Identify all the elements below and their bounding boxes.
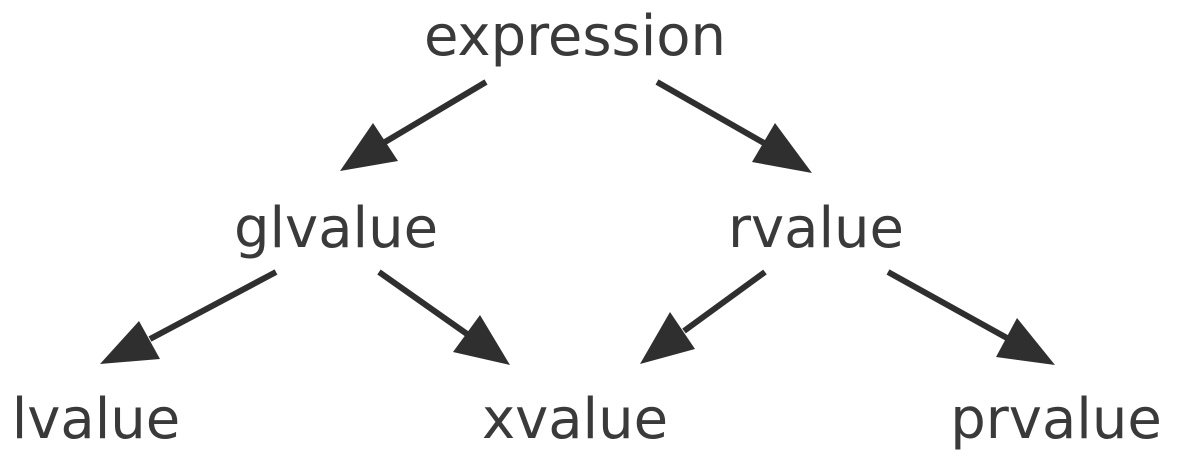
- node-expression: expression: [424, 4, 726, 69]
- node-xvalue: xvalue: [482, 387, 668, 452]
- edge-expression-glvalue: [340, 79, 488, 171]
- edge-glvalue-xvalue: [377, 269, 510, 365]
- edge-rvalue-xvalue: [640, 269, 767, 364]
- node-rvalue: rvalue: [728, 196, 904, 261]
- edge-expression-rvalue: [655, 79, 812, 173]
- edge-rvalue-prvalue: [886, 269, 1055, 365]
- node-lvalue: lvalue: [12, 387, 181, 452]
- edge-glvalue-lvalue: [100, 269, 278, 364]
- node-prvalue: prvalue: [950, 387, 1162, 452]
- node-glvalue: glvalue: [234, 196, 438, 261]
